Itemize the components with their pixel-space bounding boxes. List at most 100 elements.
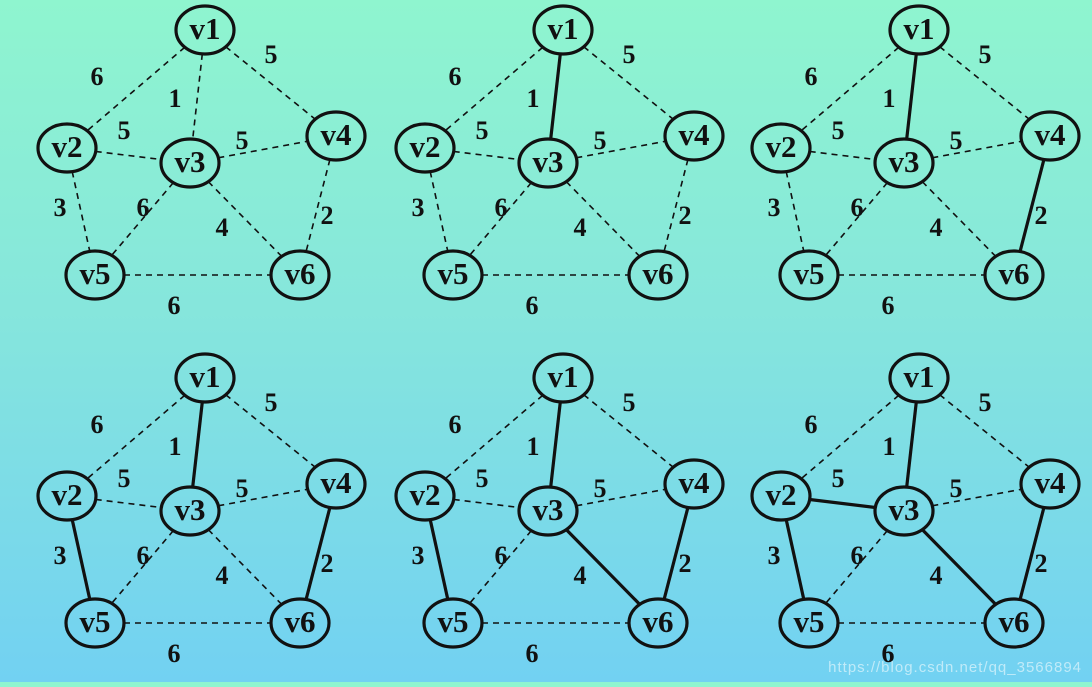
edge-weight-v1-v4: 5 [265, 388, 278, 417]
edge-v3-v5 [469, 530, 532, 604]
watermark: https://blog.csdn.net/qq_3566894 [828, 659, 1082, 676]
edge-weight-v3-v5: 6 [495, 193, 508, 222]
edge-weight-v3-v5: 6 [137, 193, 150, 222]
edge-v3-v6 [565, 528, 641, 606]
edge-weight-v3-v5: 6 [137, 541, 150, 570]
node-circle-v4 [1019, 458, 1081, 510]
node-v5: v5 [422, 597, 484, 649]
edge-weight-v4-v6: 2 [1035, 549, 1048, 578]
node-label-v4: v4 [1035, 465, 1066, 500]
node-label-v6: v6 [999, 256, 1030, 291]
node-v1: v1 [174, 4, 236, 56]
edge-weight-v2-v5: 3 [768, 193, 781, 222]
node-v3: v3 [159, 137, 221, 189]
node-label-v4: v4 [321, 117, 352, 152]
node-v6: v6 [627, 597, 689, 649]
edge-weight-v2-v5: 3 [54, 541, 67, 570]
node-v4: v4 [663, 458, 725, 510]
node-circle-v2 [36, 122, 98, 174]
node-circle-v2 [750, 470, 812, 522]
node-circle-v2 [36, 470, 98, 522]
edge-weight-v3-v6: 4 [574, 561, 587, 590]
node-circle-v6 [269, 249, 331, 301]
node-v6: v6 [269, 597, 331, 649]
edge-weight-v5-v6: 6 [882, 291, 895, 320]
node-circle-v3 [517, 485, 579, 537]
node-circle-v4 [305, 458, 367, 510]
node-circle-v2 [394, 470, 456, 522]
edge-weight-v4-v6: 2 [679, 549, 692, 578]
edge-weight-v4-v6: 2 [321, 549, 334, 578]
edge-v1-v4 [583, 46, 674, 120]
edge-weight-v4-v6: 2 [321, 201, 334, 230]
edge-weight-v3-v6: 4 [574, 213, 587, 242]
edge-weight-v1-v3: 1 [527, 84, 540, 113]
node-label-v5: v5 [80, 256, 111, 291]
edge-v4-v6 [1018, 507, 1046, 600]
node-v3: v3 [517, 485, 579, 537]
edge-weight-v3-v6: 4 [930, 213, 943, 242]
node-circle-v5 [64, 249, 126, 301]
edge-weight-v1-v2: 6 [805, 410, 818, 439]
edge-weight-v2-v5: 3 [768, 541, 781, 570]
node-circle-v1 [174, 4, 236, 56]
node-label-v4: v4 [1035, 117, 1066, 152]
node-circle-v2 [750, 122, 812, 174]
edge-v1-v4 [225, 46, 316, 120]
node-v2: v2 [750, 122, 812, 174]
edge-weight-v1-v4: 5 [979, 40, 992, 69]
edge-weight-v5-v6: 6 [526, 291, 539, 320]
edge-weight-v2-v5: 3 [412, 193, 425, 222]
edge-v2-v5 [785, 171, 805, 252]
edge-v2-v5 [428, 519, 450, 600]
node-circle-v1 [532, 352, 594, 404]
node-circle-v5 [64, 597, 126, 649]
node-circle-v2 [394, 122, 456, 174]
node-label-v2: v2 [410, 477, 441, 512]
node-circle-v6 [627, 597, 689, 649]
edge-weight-v2-v3: 5 [832, 464, 845, 493]
node-label-v1: v1 [548, 359, 579, 394]
edge-weight-v1-v3: 1 [883, 84, 896, 113]
edge-weight-v5-v6: 6 [168, 291, 181, 320]
node-label-v5: v5 [80, 604, 111, 639]
node-circle-v5 [422, 249, 484, 301]
edge-weight-v1-v3: 1 [527, 432, 540, 461]
edge-weight-v1-v2: 6 [805, 62, 818, 91]
edge-v3-v4 [576, 140, 666, 159]
node-v2: v2 [36, 122, 98, 174]
node-circle-v5 [778, 249, 840, 301]
edge-weight-v1-v4: 5 [623, 40, 636, 69]
edge-v3-v4 [576, 488, 666, 507]
node-label-v4: v4 [679, 465, 710, 500]
edge-v2-v3 [453, 498, 520, 509]
node-v2: v2 [750, 470, 812, 522]
edge-weight-v2-v3: 5 [476, 116, 489, 145]
edge-weight-v3-v4: 5 [236, 126, 249, 155]
edge-weight-v1-v4: 5 [623, 388, 636, 417]
edge-v4-v6 [305, 159, 331, 252]
node-circle-v3 [159, 137, 221, 189]
edge-v1-v3 [191, 401, 204, 488]
edge-v4-v6 [1018, 159, 1046, 252]
edge-weight-v3-v6: 4 [930, 561, 943, 590]
edge-weight-v2-v3: 5 [832, 116, 845, 145]
node-label-v1: v1 [190, 11, 221, 46]
edge-weight-v1-v2: 6 [91, 410, 104, 439]
node-label-v2: v2 [766, 129, 797, 164]
edge-v2-v5 [71, 171, 91, 252]
node-v5: v5 [64, 249, 126, 301]
node-label-v5: v5 [438, 256, 469, 291]
edge-weight-v3-v4: 5 [594, 126, 607, 155]
node-v3: v3 [873, 137, 935, 189]
edge-weight-v5-v6: 6 [526, 639, 539, 668]
node-circle-v3 [159, 485, 221, 537]
edge-v3-v4 [218, 140, 308, 159]
edge-weight-v1-v3: 1 [169, 84, 182, 113]
node-circle-v6 [269, 597, 331, 649]
edge-v2-v5 [784, 519, 806, 600]
